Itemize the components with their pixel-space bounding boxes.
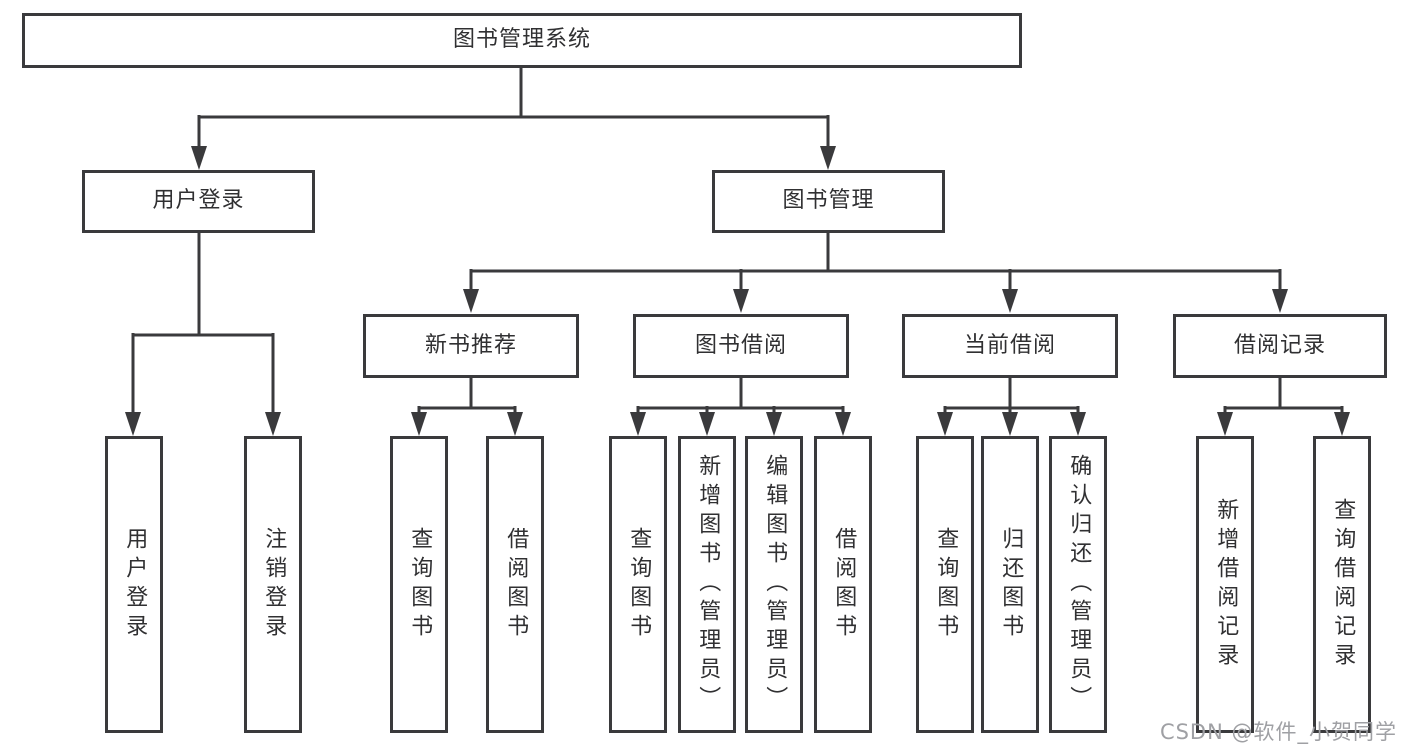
leaf-return-books: 归还图书	[981, 436, 1039, 733]
leaf-user-login: 用户登录	[105, 436, 163, 733]
node-new-book-recommend: 新书推荐	[363, 314, 579, 378]
connector-root-to-level2	[197, 68, 830, 150]
leaf-query-borrow-record: 查询借阅记录	[1313, 436, 1371, 733]
leaf-edit-books-admin: 编辑图书（管理员）	[745, 436, 803, 733]
connector-current-branch	[943, 378, 1080, 414]
connector-user-login-branch	[131, 233, 275, 414]
leaf-logout-login: 注销登录	[244, 436, 302, 733]
node-book-borrow: 图书借阅	[633, 314, 849, 378]
connector-book-mgmt-branch	[469, 233, 1282, 291]
node-root-system: 图书管理系统	[22, 13, 1022, 68]
connector-records-branch	[1223, 378, 1344, 414]
leaf-add-borrow-record: 新增借阅记录	[1196, 436, 1254, 733]
leaf-add-books-admin: 新增图书（管理员）	[678, 436, 736, 733]
leaf-query-books-current: 查询图书	[916, 436, 974, 733]
leaf-query-books-borrow: 查询图书	[609, 436, 667, 733]
leaf-query-books-recommend: 查询图书	[390, 436, 448, 733]
connector-recommend-branch	[417, 378, 517, 414]
leaf-confirm-return-admin: 确认归还（管理员）	[1049, 436, 1107, 733]
watermark: CSDN @软件_小贺同学	[1159, 720, 1397, 744]
leaf-borrow-books: 借阅图书	[814, 436, 872, 733]
node-user-login: 用户登录	[82, 170, 315, 233]
node-book-management: 图书管理	[712, 170, 945, 233]
connector-borrow-branch	[636, 378, 845, 414]
node-current-borrow: 当前借阅	[902, 314, 1118, 378]
connector-arrowheads	[125, 146, 1350, 436]
connector-lines	[131, 68, 1344, 414]
leaf-borrow-books-recommend: 借阅图书	[486, 436, 544, 733]
node-borrow-records: 借阅记录	[1173, 314, 1387, 378]
